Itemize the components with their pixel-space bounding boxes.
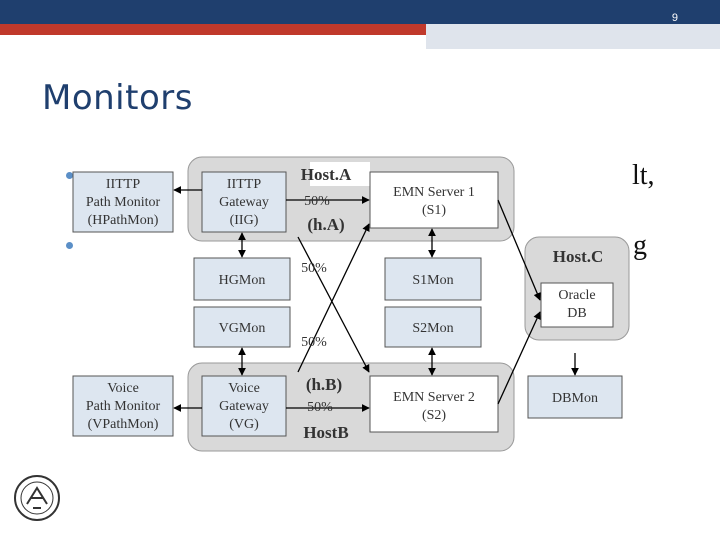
- s2mon-label: S2Mon: [412, 321, 453, 336]
- dbmon-node: [527, 375, 623, 419]
- bullet-2: [66, 242, 73, 249]
- bullet-1: [66, 172, 73, 179]
- voice-gateway-label-3: (VG): [229, 417, 259, 432]
- s1mon-label: S1Mon: [412, 273, 453, 288]
- dbmon-label: DBMon: [552, 391, 598, 406]
- vpathmon-label-3: (VPathMon): [88, 417, 159, 432]
- http-gateway-label-3: (IIG): [230, 213, 259, 228]
- voice-gateway-label-2: Gateway: [219, 399, 269, 414]
- host-a-label-bg: [310, 162, 370, 186]
- voice-gateway-node: [201, 375, 287, 437]
- bullet-text-fragment: g: [633, 230, 647, 261]
- slide-title: Monitors: [42, 78, 193, 118]
- host-b-sub-label: (h.B): [306, 375, 342, 394]
- host-a-label: Host.A: [301, 165, 352, 184]
- vpathmon-node: [72, 375, 174, 437]
- oracle-db-label-2: DB: [567, 306, 586, 321]
- slide-number: 9: [671, 12, 678, 24]
- oracle-db-node: [540, 282, 614, 328]
- hpathmon-label-3: (HPathMon): [88, 213, 159, 228]
- hgmon-node: [193, 257, 291, 301]
- emn-server-2-label-1: EMN Server 2: [393, 390, 475, 405]
- http-gateway-label-2: Gateway: [219, 195, 269, 210]
- hgmon-label: HGMon: [219, 273, 266, 288]
- http-gateway-label-1: IITTP: [227, 177, 261, 192]
- host-b-label: HostB: [303, 423, 348, 442]
- university-seal-icon: [14, 475, 60, 521]
- edge-label-hg-s1: 50%: [304, 194, 330, 209]
- s1mon-node: [384, 257, 482, 301]
- header-tab: [426, 35, 720, 49]
- bullet-text-fragment: lt,: [632, 160, 655, 191]
- emn-server-1-label-2: (S1): [422, 203, 446, 218]
- host-c-label: Host.C: [553, 247, 604, 266]
- emn-server-2-node: [369, 375, 499, 433]
- vpathmon-label-1: Voice: [107, 381, 139, 396]
- vgmon-label: VGMon: [219, 321, 266, 336]
- hpathmon-node: [72, 171, 174, 233]
- emn-server-2-label-2: (S2): [422, 408, 446, 423]
- header-accent: [0, 24, 426, 35]
- header-bar: [0, 0, 720, 24]
- vpathmon-label-2: Path Monitor: [86, 399, 161, 414]
- oracle-db-label-1: Oracle: [558, 288, 595, 303]
- hpathmon-label-2: Path Monitor: [86, 195, 161, 210]
- s2mon-node: [384, 306, 482, 348]
- edge-label-hg-s2: 50%: [301, 261, 327, 276]
- host-a-sub-label: (h.A): [307, 215, 344, 234]
- edge-label-vg-s1: 50%: [301, 335, 327, 350]
- http-gateway-node: [201, 171, 287, 233]
- vgmon-node: [193, 306, 291, 348]
- hpathmon-label-1: IITTP: [106, 177, 140, 192]
- edge-label-vg-s2: 50%: [307, 400, 333, 415]
- voice-gateway-label-1: Voice: [228, 381, 260, 396]
- emn-server-1-label-1: EMN Server 1: [393, 185, 475, 200]
- emn-server-1-node: [369, 171, 499, 229]
